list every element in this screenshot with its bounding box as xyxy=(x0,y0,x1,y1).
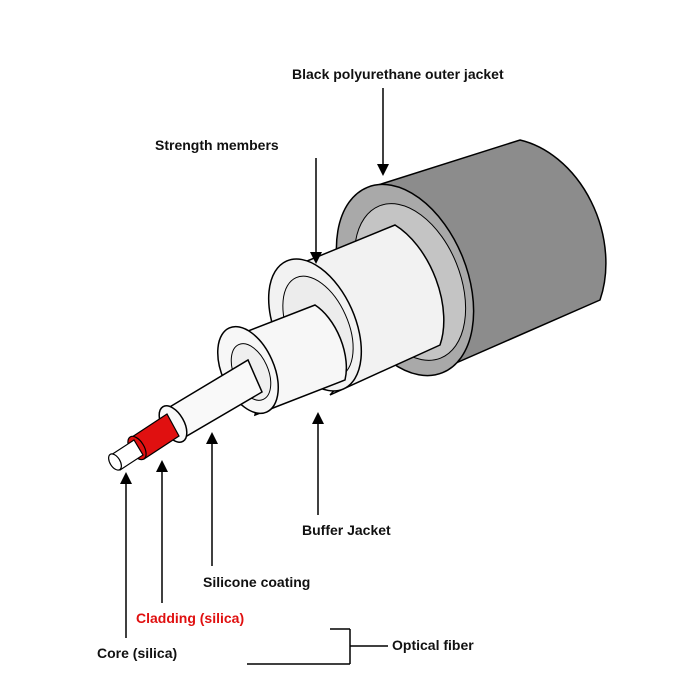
core-shape xyxy=(108,439,144,471)
strength-members-label: Strength members xyxy=(155,137,279,153)
silicone-coating-label: Silicone coating xyxy=(203,574,311,590)
cladding-label: Cladding (silica) xyxy=(136,610,245,626)
optical-fiber-bracket xyxy=(247,628,388,665)
core-label: Core (silica) xyxy=(97,645,178,661)
outer-jacket-label: Black polyurethane outer jacket xyxy=(292,66,504,82)
optical-fiber-label: Optical fiber xyxy=(392,637,474,653)
buffer-jacket-label: Buffer Jacket xyxy=(302,522,391,538)
